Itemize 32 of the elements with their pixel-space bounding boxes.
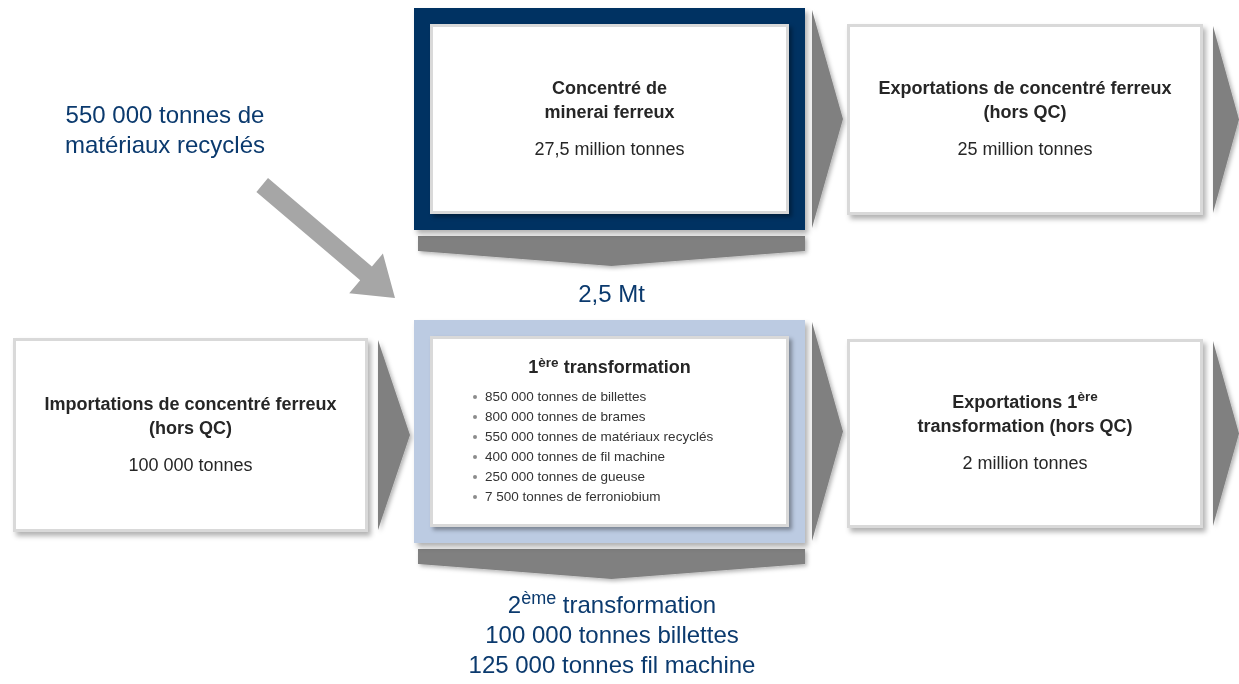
process-box <box>847 339 1203 528</box>
chevron-arrow <box>1213 341 1239 526</box>
chevron-arrow <box>418 236 805 266</box>
chevron-arrow <box>812 322 843 541</box>
box-heading: Concentré de minerai ferreux <box>543 76 676 124</box>
box-value: 100 000 tonnes <box>128 453 253 477</box>
framed-box <box>414 8 805 230</box>
chevron-arrow <box>812 10 843 228</box>
chevron-arrow <box>418 549 805 579</box>
list-item: 550 000 tonnes de matériaux recyclés <box>485 427 714 446</box>
framed-box <box>414 320 805 543</box>
list-item: 800 000 tonnes de brames <box>485 407 646 426</box>
list-item: 400 000 tonnes de fil machine <box>485 447 666 466</box>
box-value: 2 million tonnes <box>962 452 1088 475</box>
box-value: 27,5 million tonnes <box>534 137 685 161</box>
list-item: 250 000 tonnes de gueuse <box>485 467 645 486</box>
box-heading: Importations de concentré ferreux (hors QC) <box>43 392 338 440</box>
box-heading: 1$^{ère}$ transformation <box>528 356 691 379</box>
block-arrow <box>256 178 395 298</box>
flow-text: 125 000 tonnes fil machine <box>468 650 756 680</box>
flow-text: 550 000 tonnes de matériaux recyclés <box>63 100 267 160</box>
process-box <box>13 338 368 532</box>
box-heading: Exportations de concentré ferreux (hors QC) <box>877 77 1173 124</box>
chevron-arrow <box>1213 26 1239 213</box>
process-box <box>847 24 1203 215</box>
flow-text: 100 000 tonnes billettes <box>485 620 739 650</box>
list-item: 850 000 tonnes de billettes <box>485 387 647 406</box>
chevron-arrow <box>378 340 410 530</box>
list-item: 7 500 tonnes de ferroniobium <box>485 487 661 506</box>
box-value: 25 million tonnes <box>957 138 1093 161</box>
flow-text: 2$^{ème}$ transformation <box>507 590 717 620</box>
box-heading: Exportations 1$^{ère}$ transformation (hors QC) <box>916 390 1134 438</box>
